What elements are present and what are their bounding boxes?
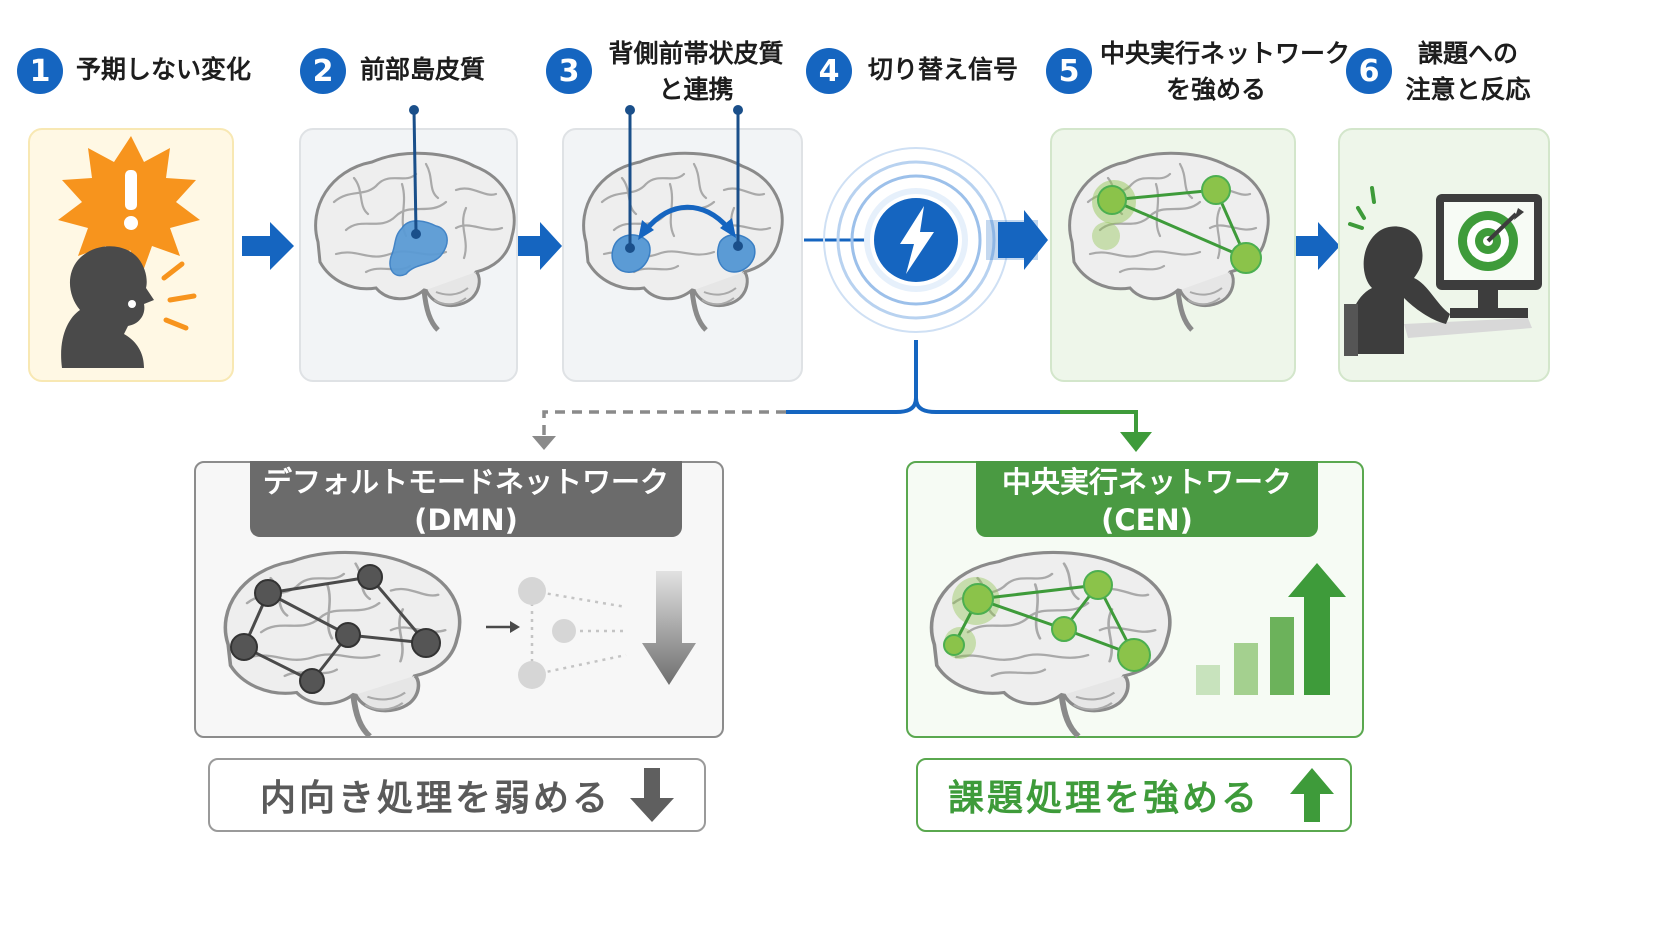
dmn-title-line1: デフォルトモードネットワーク: [262, 465, 669, 499]
focus-illustration: [1344, 186, 1542, 356]
arrow-5-6: [1296, 222, 1340, 270]
step-4-badge: 4: [806, 48, 852, 94]
lightning-icon: [900, 206, 934, 274]
step-3-label-line1: 背側前帯状皮質: [608, 39, 784, 68]
down-arrow-icon: [630, 768, 674, 822]
step-4-label: 切り替え信号: [868, 55, 1019, 84]
up-arrow-icon: [1290, 768, 1334, 822]
step-6-label-line1: 課題への: [1417, 39, 1518, 68]
insula-brain: [306, 105, 516, 360]
arrow-2-3: [518, 222, 562, 270]
dmn-result-label: 内向き処理を弱める: [260, 778, 612, 819]
step-2-label: 前部島皮質: [360, 55, 486, 84]
step-5-label-line1: 中央実行ネットワーク: [1100, 39, 1351, 68]
cen-brain-small: [1060, 150, 1284, 360]
connection-arrow: [644, 204, 730, 232]
dacc-brain: [574, 105, 794, 360]
increase-bars-icon: [1196, 563, 1346, 695]
cen-result-label: 課題処理を強める: [948, 778, 1261, 819]
step-2-badge: 2: [300, 48, 346, 94]
arrow-1-2: [242, 222, 294, 270]
person-focus-icon: [1347, 226, 1450, 354]
decrease-arrow-icon: [642, 571, 696, 685]
step-1-label: 予期しない変化: [76, 55, 252, 84]
step-1-badge: 1: [17, 48, 63, 94]
step-3-label-line2: と連携: [658, 75, 734, 104]
cen-illustration: [920, 545, 1346, 735]
dmn-illustration: [214, 545, 696, 735]
dmn-title: デフォルトモードネットワーク (DMN): [250, 461, 682, 537]
cen-title-line1: 中央実行ネットワーク: [1001, 465, 1292, 499]
cen-title: 中央実行ネットワーク (CEN): [976, 461, 1318, 537]
step-5-label-line2: を強める: [1165, 75, 1266, 104]
cen-result-box: 課題処理を強める: [916, 758, 1352, 832]
person-head-icon: [61, 246, 154, 368]
insula-region: [389, 220, 448, 277]
dmn-result-box: 内向き処理を弱める: [208, 758, 706, 832]
cen-title-line2: (CEN): [1101, 503, 1193, 537]
dmn-title-line2: (DMN): [414, 503, 518, 537]
step-6-badge: 6: [1346, 48, 1392, 94]
surprise-illustration: [58, 136, 200, 368]
switch-signal: [804, 147, 1048, 333]
step-6-label-line2: 注意と反応: [1405, 75, 1531, 104]
step-3-badge: 3: [546, 48, 592, 94]
step-5-badge: 5: [1046, 48, 1092, 94]
